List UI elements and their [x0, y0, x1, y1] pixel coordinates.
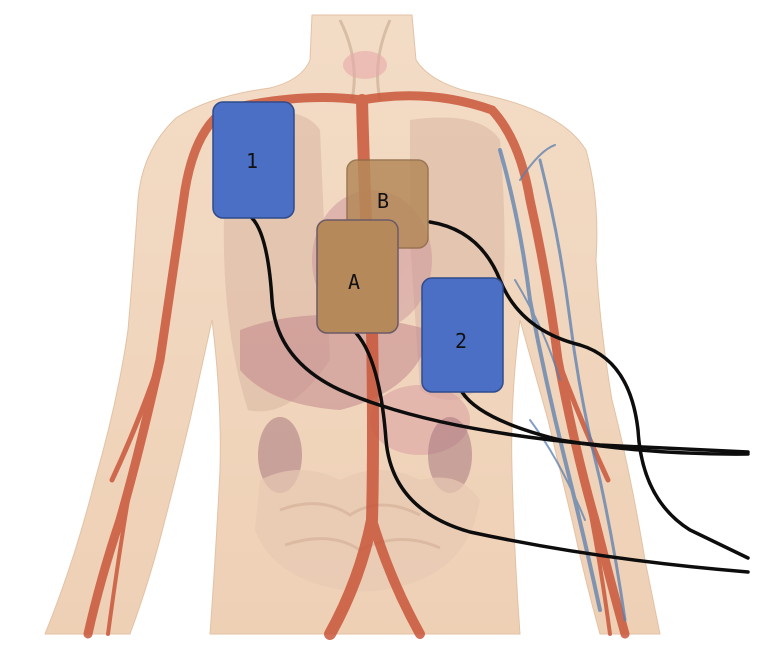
pad-1-label: 1: [246, 149, 258, 173]
electrode-wires: [250, 216, 750, 574]
pad-2-body[interactable]: [421, 277, 504, 393]
wire-pad-2: [460, 390, 750, 456]
pad-a-body[interactable]: [316, 219, 399, 334]
wire-pad-1: [250, 216, 750, 454]
pad-1[interactable]: 1: [212, 101, 295, 219]
pad-a-label: A: [348, 270, 360, 294]
wire-pad-b: [428, 220, 750, 560]
pad-b-label: B: [377, 189, 389, 213]
pad-2-label: 2: [455, 329, 467, 353]
pad-2[interactable]: 2: [421, 277, 504, 393]
left-kidney: [428, 417, 472, 493]
wire-pad-a: [354, 331, 750, 574]
liver: [240, 315, 430, 410]
thyroid-gland: [343, 51, 387, 79]
pad-a[interactable]: A: [316, 219, 399, 334]
pad-1-body[interactable]: [212, 101, 295, 219]
